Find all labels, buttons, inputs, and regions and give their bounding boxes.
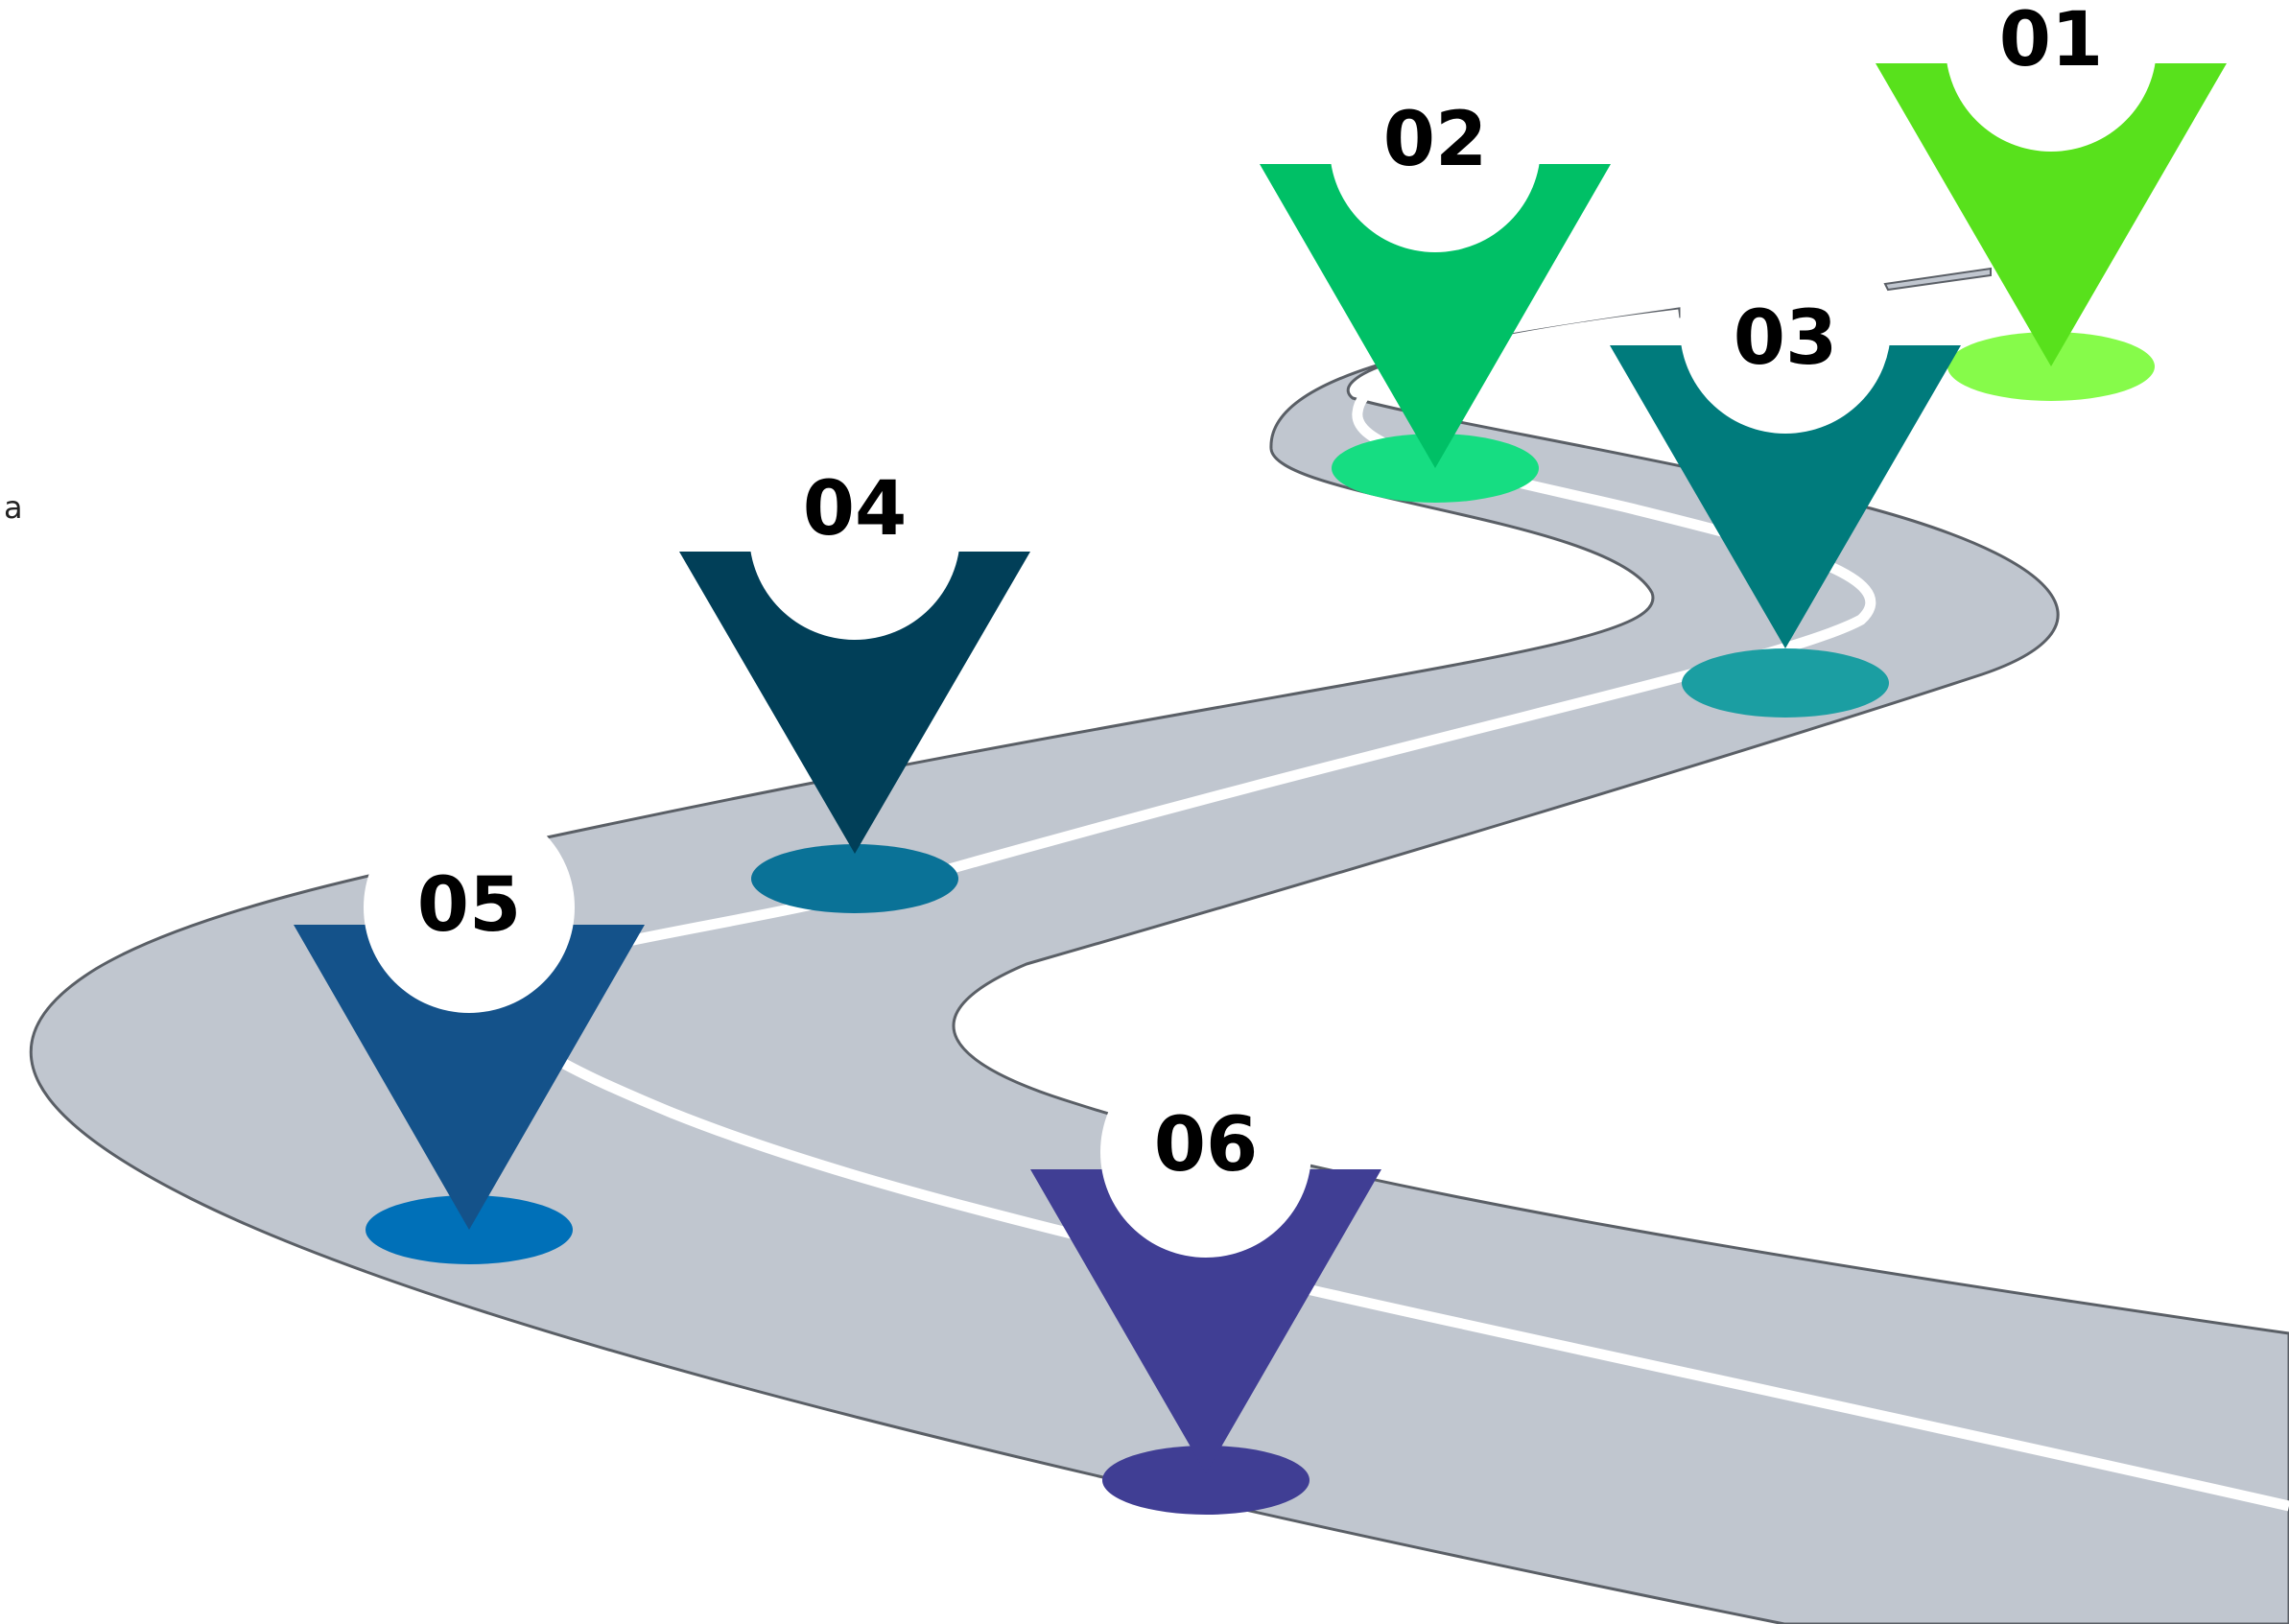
milestone-base bbox=[1682, 648, 1889, 718]
milestone-circle bbox=[1946, 0, 2157, 152]
road-far-segment bbox=[1883, 267, 1992, 292]
milestone-circle bbox=[364, 802, 575, 1013]
milestone-06: 06 bbox=[1030, 1047, 1381, 1515]
milestone-pin bbox=[679, 552, 1030, 854]
milestone-pin bbox=[294, 925, 645, 1230]
milestone-02: 02 bbox=[1260, 41, 1611, 503]
milestone-pin bbox=[1260, 164, 1611, 468]
milestone-number: 01 bbox=[1999, 0, 2104, 83]
milestone-circle bbox=[1330, 41, 1541, 252]
milestone-pin bbox=[1876, 63, 2227, 366]
milestone-03: 03 bbox=[1610, 223, 1961, 718]
milestone-number: 06 bbox=[1154, 1102, 1259, 1189]
milestone-pin bbox=[1030, 1169, 1381, 1473]
milestone-number: 05 bbox=[417, 862, 522, 949]
milestone-circle bbox=[749, 429, 960, 640]
stray-label: a bbox=[4, 489, 23, 526]
milestone-04: 04 bbox=[679, 429, 1030, 913]
milestone-01: 01 bbox=[1876, 0, 2227, 401]
milestone-base bbox=[751, 844, 958, 913]
milestones: 01 02 03 04 05 06 bbox=[294, 0, 2227, 1515]
road-surface bbox=[29, 307, 2289, 1624]
milestone-05: 05 bbox=[294, 802, 645, 1264]
milestone-circle bbox=[1680, 223, 1891, 434]
milestone-circle bbox=[1100, 1047, 1311, 1258]
milestone-base bbox=[1102, 1446, 1310, 1515]
milestone-number: 02 bbox=[1383, 97, 1488, 183]
milestone-pin bbox=[1610, 345, 1961, 648]
milestone-number: 04 bbox=[803, 466, 908, 553]
milestone-number: 03 bbox=[1734, 295, 1838, 382]
